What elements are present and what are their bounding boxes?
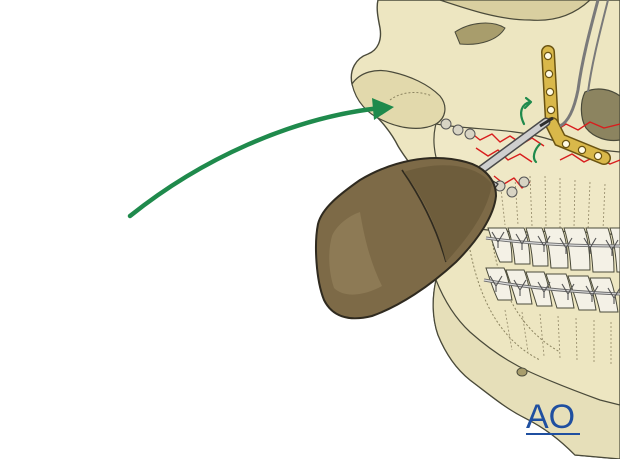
ao-logo-icon: AO [526, 398, 580, 436]
mental-foramen [516, 367, 528, 377]
lower-arch-bar-inner [483, 279, 620, 295]
bone-plate-icon [541, 45, 611, 165]
rotation-arrow-icon [520, 96, 542, 164]
upper-arch-bar-inner [485, 237, 620, 247]
ao-logo-text: AO [526, 398, 575, 436]
upper-teeth [487, 227, 620, 273]
orbit [439, 0, 591, 21]
screwdriver-tip [539, 116, 554, 128]
screwdriver-handle-band [401, 169, 447, 263]
screwdriver-handle-dark [404, 165, 492, 262]
direction-arrow-icon [127, 98, 394, 219]
wire-ligatures [489, 231, 620, 304]
retractor-wire [559, 0, 609, 128]
screwdriver-handle-shade [329, 212, 382, 295]
dentition [483, 227, 620, 313]
nasal-cavity [580, 88, 620, 142]
orbit-shadow [454, 22, 506, 45]
plate-horizontal-fill [546, 118, 610, 164]
hidden-contour [389, 92, 561, 361]
screwdriver-icon [315, 116, 554, 320]
plate-holes [543, 51, 603, 161]
tooth-roots [499, 175, 612, 364]
mandible [432, 277, 620, 459]
